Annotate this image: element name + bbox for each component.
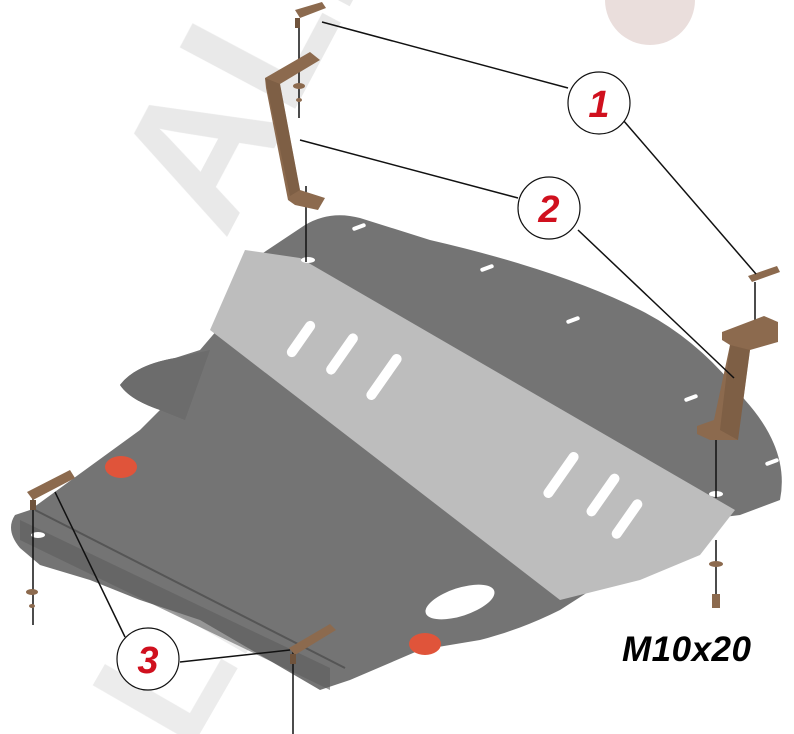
callout-2: 2 — [517, 176, 581, 240]
access-hole — [425, 584, 495, 620]
front-clamp-left — [27, 470, 75, 500]
leader-lines — [54, 21, 757, 663]
front-clamp-right — [289, 624, 336, 655]
fastener-spec-label: M10x20 — [622, 630, 752, 669]
svg-text:ALF: ALF — [74, 0, 435, 260]
bolt-plate-top-left — [295, 2, 326, 18]
callout-1: 1 — [567, 71, 631, 135]
drain-plugs — [105, 456, 441, 655]
svg-text:2: 2 — [537, 189, 559, 231]
callout-3: 3 — [116, 627, 180, 691]
svg-text:3: 3 — [137, 640, 158, 682]
drain-plug-2 — [409, 633, 441, 655]
vent-slots — [286, 320, 643, 539]
drain-plug-1 — [105, 456, 137, 478]
bolt-plate-right — [748, 266, 780, 282]
mounting-brackets — [26, 2, 780, 664]
svg-text:1: 1 — [588, 84, 609, 126]
center-panel — [210, 250, 735, 600]
